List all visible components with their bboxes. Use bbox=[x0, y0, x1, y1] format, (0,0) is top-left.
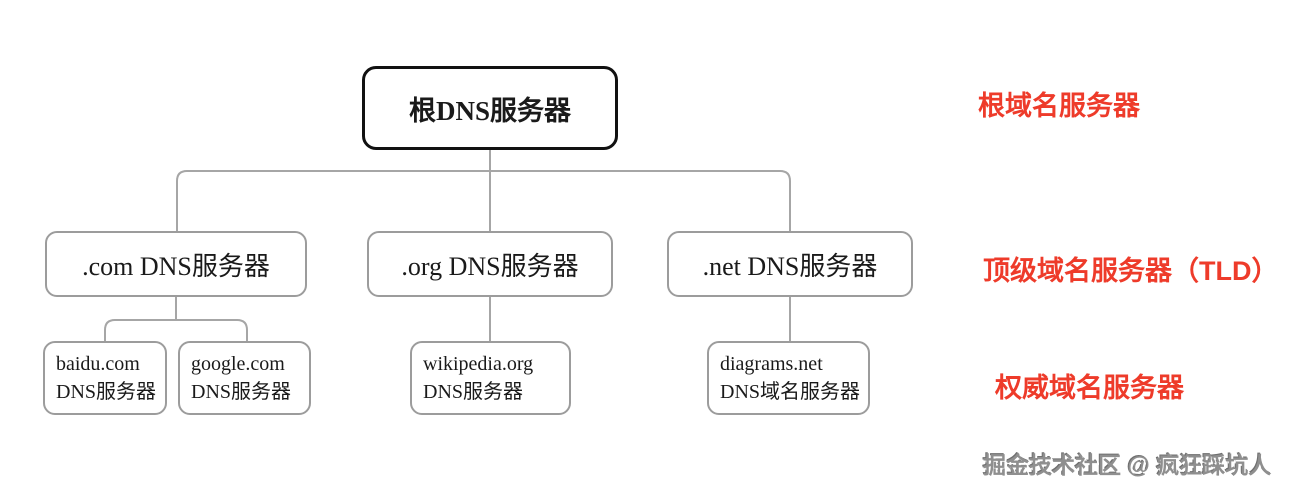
node-google-domain: google.com bbox=[191, 353, 285, 375]
node-tld-com: .com DNS服务器 bbox=[45, 231, 307, 297]
node-wikipedia-suffix: DNS服务器 bbox=[423, 381, 524, 403]
node-tld-net-label: .net DNS服务器 bbox=[702, 251, 878, 281]
node-authoritative-diagrams: diagrams.net DNS域名服务器 bbox=[707, 341, 870, 415]
node-tld-org: .org DNS服务器 bbox=[367, 231, 613, 297]
node-diagrams-domain: diagrams.net bbox=[720, 353, 823, 375]
connector-com-children bbox=[104, 319, 248, 341]
node-diagrams-suffix: DNS域名服务器 bbox=[720, 381, 861, 403]
annotation-authoritative-level: 权威域名服务器 bbox=[995, 373, 1184, 403]
node-tld-net: .net DNS服务器 bbox=[667, 231, 913, 297]
node-wikipedia-domain: wikipedia.org bbox=[423, 353, 534, 375]
node-baidu-domain: baidu.com bbox=[56, 353, 140, 375]
node-authoritative-baidu: baidu.com DNS服务器 bbox=[43, 341, 167, 415]
node-root-label: 根DNS服务器 bbox=[408, 95, 571, 126]
annotation-root-level: 根域名服务器 bbox=[978, 91, 1140, 121]
node-tld-com-label: .com DNS服务器 bbox=[82, 251, 270, 281]
connector-tld-horizontal bbox=[176, 170, 791, 231]
annotation-tld-level: 顶级域名服务器（TLD） bbox=[983, 256, 1279, 286]
node-tld-org-label: .org DNS服务器 bbox=[401, 251, 579, 281]
watermark-text: 掘金技术社区 @ 疯狂踩坑人 bbox=[983, 452, 1272, 478]
node-root-dns-server: 根DNS服务器 bbox=[362, 66, 618, 150]
node-google-suffix: DNS服务器 bbox=[191, 381, 292, 403]
node-authoritative-google: google.com DNS服务器 bbox=[178, 341, 311, 415]
node-authoritative-wikipedia: wikipedia.org DNS服务器 bbox=[410, 341, 571, 415]
node-baidu-suffix: DNS服务器 bbox=[56, 381, 157, 403]
